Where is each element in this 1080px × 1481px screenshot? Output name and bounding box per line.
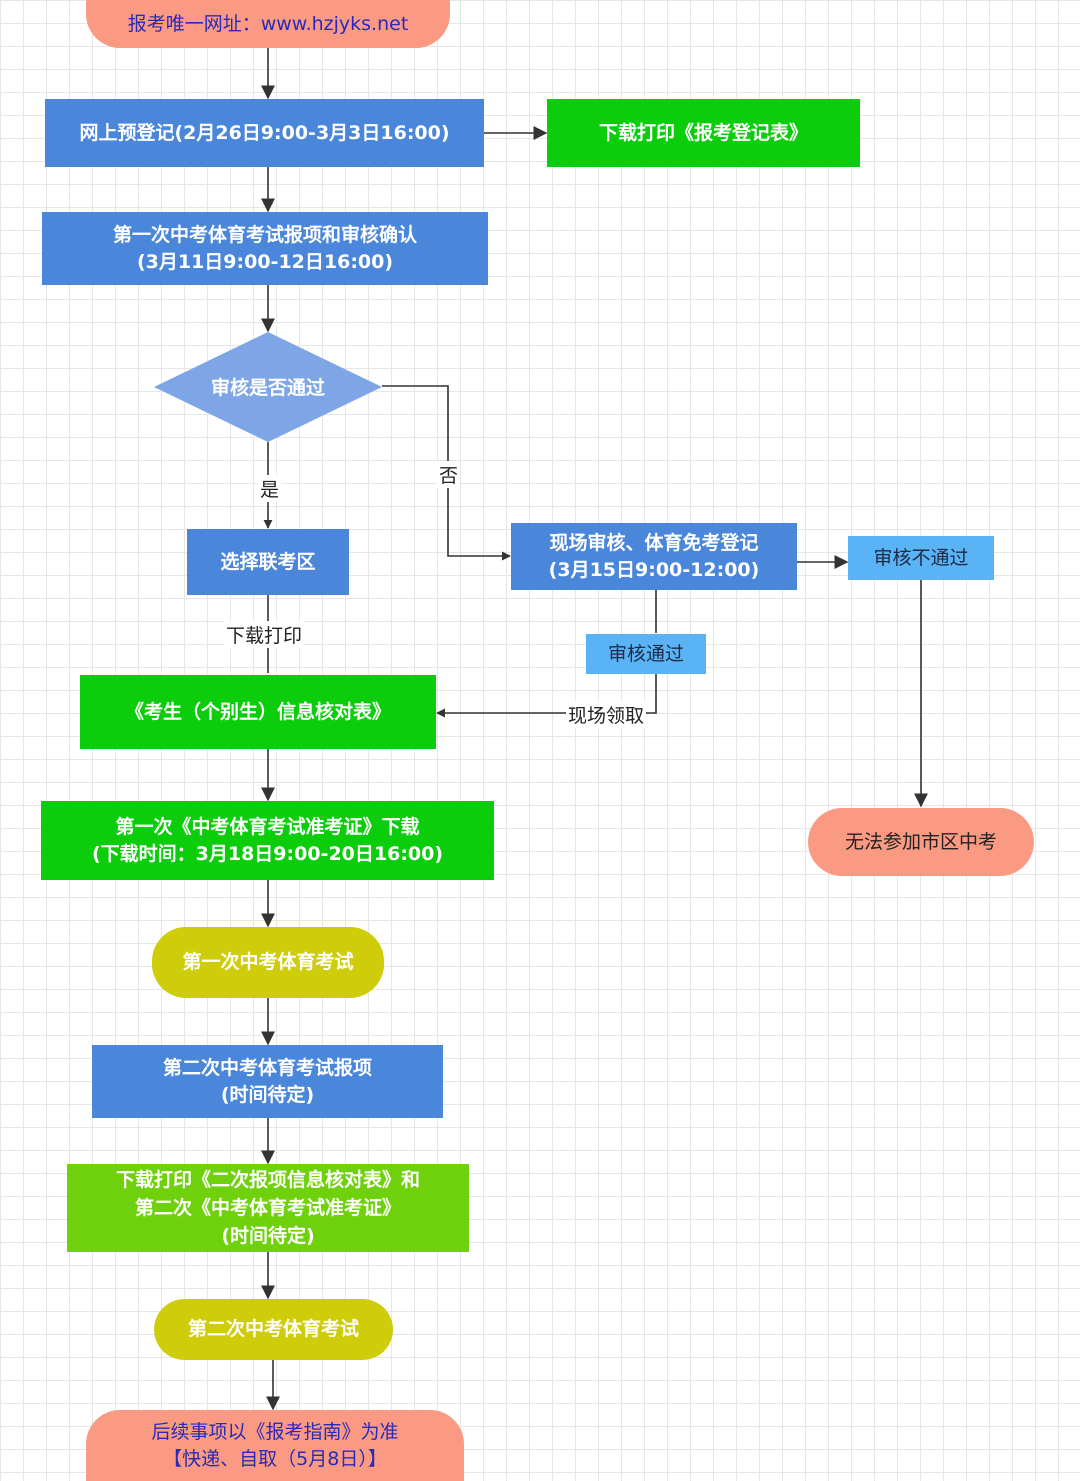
pre-register-text: 网上预登记(2月26日9:00-3月3日16:00): [79, 121, 450, 144]
first-ticket-line1: 第一次《中考体育考试准考证》下载: [115, 815, 420, 838]
second-download-line1: 下载打印《二次报项信息核对表》和: [115, 1169, 420, 1191]
download-form-text: 下载打印《报考登记表》: [598, 121, 808, 144]
onsite-review-line2: (3月15日9:00-12:00): [548, 558, 760, 581]
select-zone-node: 选择联考区: [187, 529, 349, 595]
select-zone-text: 选择联考区: [220, 550, 316, 573]
first-ticket-line2: (下载时间：3月18日9:00-20日16:00): [91, 842, 444, 865]
review-decision-diamond: [154, 332, 382, 442]
final-line2: 【快递、自取（5月8日）】: [163, 1447, 387, 1470]
yes-label: 是: [258, 475, 282, 502]
first-exam-text: 第一次中考体育考试: [182, 951, 354, 973]
info-check-text: 《考生（个别生）信息核对表》: [124, 700, 391, 723]
first-ticket-node: 第一次《中考体育考试准考证》下载 (下载时间：3月18日9:00-20日16:0…: [41, 801, 494, 880]
final-node: 后续事项以《报考指南》为准 【快递、自取（5月8日）】: [86, 1410, 464, 1481]
first-exam-node: 第一次中考体育考试: [152, 927, 384, 998]
pre-register-node: 网上预登记(2月26日9:00-3月3日16:00): [45, 99, 484, 167]
onsite-pickup-label: 现场领取: [566, 701, 647, 728]
cannot-attend-text: 无法参加市区中考: [844, 830, 997, 853]
review-decision-text: 审核是否通过: [210, 377, 325, 399]
second-exam-node: 第二次中考体育考试: [154, 1299, 393, 1360]
second-download-line2: 第二次《中考体育考试准考证》: [134, 1197, 401, 1219]
onsite-review-line1: 现场审核、体育免考登记: [549, 531, 759, 554]
review-pass-text: 审核通过: [607, 642, 684, 665]
final-line1: 后续事项以《报考指南》为准: [151, 1420, 399, 1443]
review-fail-text: 审核不通过: [873, 546, 969, 569]
first-signup-line2: (3月11日9:00-12日16:00): [136, 250, 394, 273]
second-signup-node: 第二次中考体育考试报项 (时间待定): [92, 1045, 443, 1118]
url-node: 报考唯一网址：www.hzjyks.net: [86, 0, 450, 48]
download-form-node: 下载打印《报考登记表》: [547, 99, 860, 167]
second-download-node: 下载打印《二次报项信息核对表》和 第二次《中考体育考试准考证》 (时间待定): [67, 1164, 469, 1252]
info-check-node: 《考生（个别生）信息核对表》: [80, 675, 436, 749]
edge-pass-to-infocheck: [436, 673, 657, 718]
review-pass-node: 审核通过: [586, 634, 706, 674]
first-signup-line1: 第一次中考体育考试报项和审核确认: [112, 223, 417, 246]
cannot-attend-node: 无法参加市区中考: [808, 808, 1034, 876]
second-exam-text: 第二次中考体育考试: [187, 1318, 359, 1340]
first-signup-node: 第一次中考体育考试报项和审核确认 (3月11日9:00-12日16:00): [42, 212, 488, 285]
no-label: 否: [437, 461, 461, 488]
download-print-label: 下载打印: [224, 621, 305, 648]
second-signup-line1: 第二次中考体育考试报项: [162, 1056, 372, 1079]
review-fail-node: 审核不通过: [848, 536, 994, 580]
second-signup-line2: (时间待定): [220, 1083, 315, 1106]
second-download-line3: (时间待定): [221, 1225, 315, 1247]
onsite-review-node: 现场审核、体育免考登记 (3月15日9:00-12:00): [511, 523, 797, 590]
url-text: 报考唯一网址：www.hzjyks.net: [127, 12, 409, 35]
